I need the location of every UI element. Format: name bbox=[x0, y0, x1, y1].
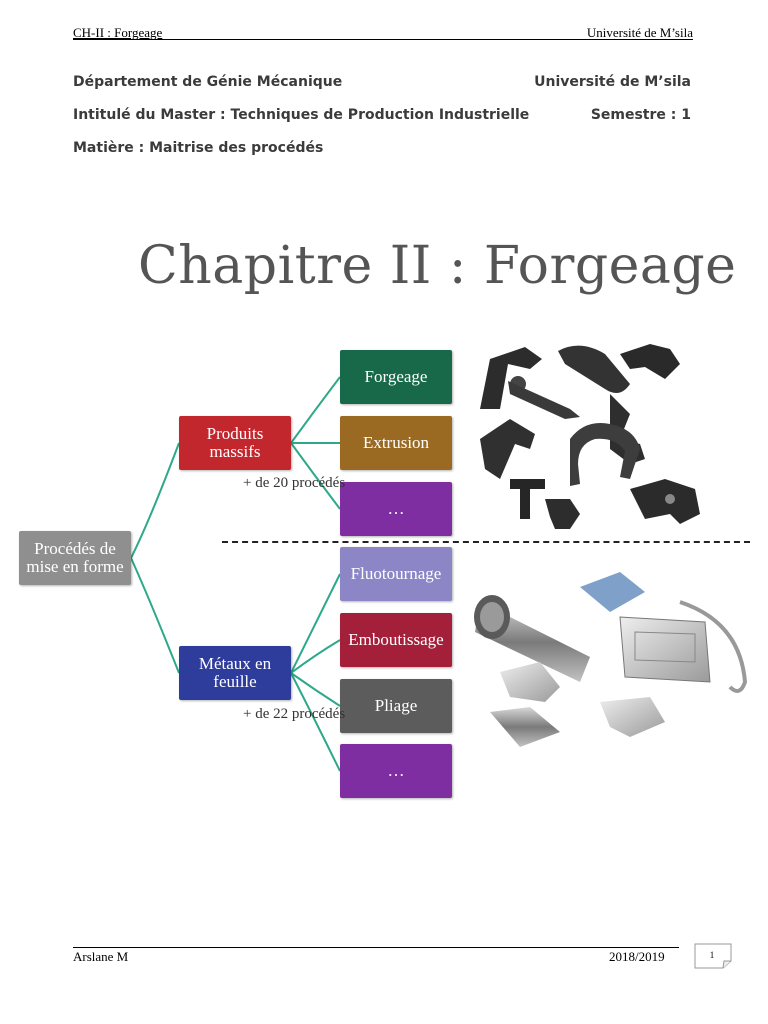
leaf-extrusion: Extrusion bbox=[340, 416, 452, 470]
subject-label: Matière : Maitrise des procédés bbox=[73, 140, 324, 156]
node-root-line2: mise en forme bbox=[26, 557, 124, 576]
connector-feuille-fluotournage bbox=[290, 573, 341, 674]
dashed-separator bbox=[222, 541, 750, 543]
connector-feuille-pliage bbox=[290, 672, 341, 707]
footer-rule bbox=[73, 947, 679, 948]
leaf-fluotournage: Fluotournage bbox=[340, 547, 452, 601]
semester-label: Semestre : 1 bbox=[590, 107, 691, 123]
connector-feuille-emboutissage bbox=[290, 639, 341, 674]
footer-author: Arslane M bbox=[73, 949, 129, 964]
connector-massifs-forgeage bbox=[290, 376, 341, 444]
leaf-feuille-more: … bbox=[340, 744, 452, 798]
node-feuille-line1: Métaux en bbox=[198, 654, 272, 674]
node-feuille-line2: feuille bbox=[213, 672, 257, 691]
leaf-emboutissage: Emboutissage bbox=[340, 613, 452, 667]
node-massifs-line1: Produits bbox=[206, 424, 264, 444]
node-massifs-line2: massifs bbox=[209, 442, 261, 461]
connector-massifs-more bbox=[290, 442, 341, 510]
count-massifs: + de 20 procédés bbox=[243, 475, 346, 491]
count-feuille: + de 22 procédés bbox=[243, 706, 346, 722]
master-label: Intitulé du Master : Techniques de Produ… bbox=[73, 107, 530, 123]
page-number: 1 bbox=[710, 950, 715, 960]
connector-root-feuille bbox=[130, 557, 180, 674]
running-header-chapter: CH-II : Forgeage bbox=[73, 25, 163, 40]
page-number-box: 1 bbox=[694, 943, 732, 969]
forged-parts-photo bbox=[470, 339, 748, 539]
node-procedes-mise-en-forme: Procédés de mise en forme bbox=[19, 531, 131, 585]
university-label: Université de M’sila bbox=[534, 74, 691, 90]
footer-year: 2018/2019 bbox=[609, 949, 665, 964]
running-header-university: Université de M’sila bbox=[586, 25, 693, 40]
leaf-forgeage: Forgeage bbox=[340, 350, 452, 404]
leaf-massifs-more: … bbox=[340, 482, 452, 536]
leaf-pliage: Pliage bbox=[340, 679, 452, 733]
header-rule bbox=[73, 39, 693, 40]
node-produits-massifs: Produits massifs bbox=[179, 416, 291, 470]
connector-root-massifs bbox=[130, 442, 180, 559]
department-label: Département de Génie Mécanique bbox=[73, 74, 343, 90]
connector-feuille-more bbox=[290, 672, 341, 772]
node-metaux-en-feuille: Métaux en feuille bbox=[179, 646, 291, 700]
chapter-title: Chapitre II : Forgeage bbox=[138, 236, 737, 296]
sheet-metal-parts-photo bbox=[470, 562, 748, 762]
node-root-line1: Procédés de bbox=[34, 539, 116, 559]
